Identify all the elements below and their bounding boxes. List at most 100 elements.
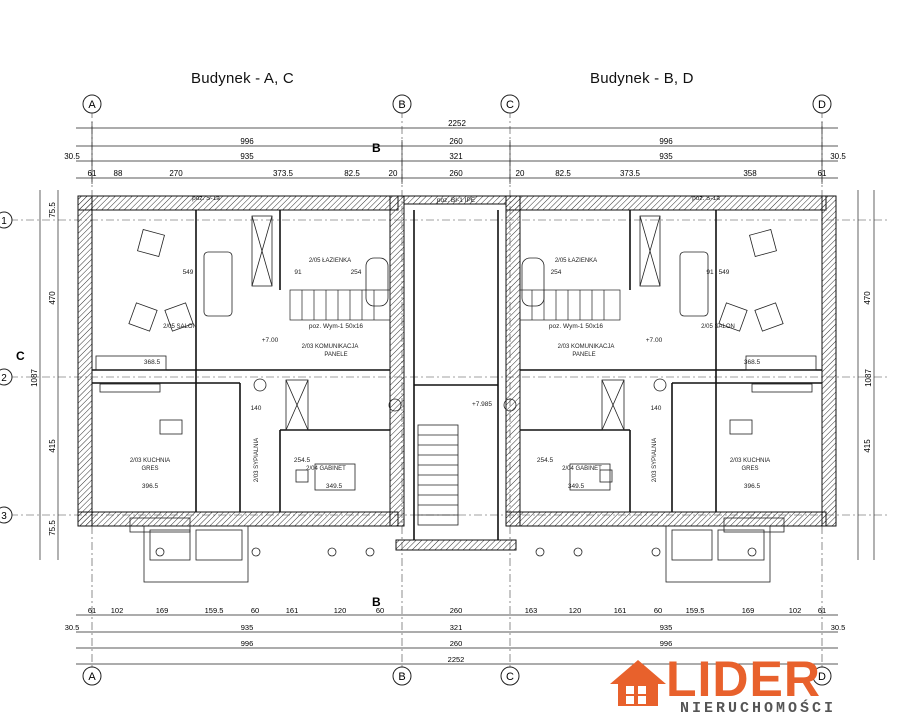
- dim-bottom-10: 163: [525, 606, 538, 615]
- dim-bottom-5: 60: [251, 606, 259, 615]
- dim-top-270: 270: [169, 169, 183, 178]
- outer-walls: [77, 195, 837, 551]
- note-stair-left: poz. Wym-1 50x16: [309, 323, 364, 330]
- dim-top-61-right: 61: [818, 169, 827, 178]
- room-sypialnia-left: 2/03 SYPIALNIA: [254, 438, 260, 482]
- axis-label-2: 2: [1, 373, 7, 384]
- dim-bottom-996-left: 996: [241, 639, 254, 648]
- dim-bottom-4: 159.5: [205, 606, 224, 615]
- dim-bottom-2: 102: [111, 606, 124, 615]
- room-kuchnia-left: 2/03 KUCHNIA: [130, 458, 170, 464]
- axis-label-a-top: A: [88, 99, 96, 111]
- dim-top-358: 358: [743, 169, 757, 178]
- dim-bottom-321: 321: [450, 623, 463, 632]
- note-window-right: poz. S-1a: [692, 195, 720, 202]
- stairs-left: [289, 289, 391, 321]
- dim-top-935-right: 935: [659, 152, 673, 161]
- dim-bottom-total: 2252: [448, 655, 465, 664]
- note-level-left: +7.00: [262, 337, 279, 344]
- dim-top-88: 88: [114, 169, 123, 178]
- dimension-lines-top: [76, 122, 838, 184]
- room-gres-left: GRES: [141, 466, 158, 472]
- dim-top-996-left: 996: [240, 137, 254, 146]
- dim-top-260b: 260: [449, 169, 463, 178]
- dim-bottom-305-right: 30.5: [831, 623, 846, 632]
- dim-bottom-996-right: 996: [660, 639, 673, 648]
- dim-bottom-11: 120: [569, 606, 582, 615]
- room-panele-right: PANELE: [572, 352, 595, 358]
- dim-bottom-260: 260: [450, 639, 463, 648]
- dim-top-305-left: 30.5: [64, 152, 80, 161]
- note-3495-left: 349.5: [326, 483, 343, 490]
- dim-top-935-left: 935: [240, 152, 254, 161]
- dim-bottom-3: 169: [156, 606, 169, 615]
- room-sypialnia-right: 2/03 SYPIALNIA: [652, 438, 658, 482]
- dim-bottom-935-left: 935: [241, 623, 254, 632]
- axis-label-b-top: B: [398, 99, 405, 111]
- note-3965-right: 396.5: [744, 483, 761, 490]
- markers: [155, 378, 757, 557]
- note-3495-right: 349.5: [568, 483, 585, 490]
- room-salon-right: 2/05 SALON: [701, 324, 735, 330]
- dim-top-825-right: 82.5: [555, 169, 571, 178]
- dim-top-3735-left: 373.5: [273, 169, 294, 178]
- logo-subtitle: NIERUCHOMOŚCI: [680, 700, 837, 717]
- room-komunikacja-left: 2/03 KOMUNIKACJA: [302, 344, 359, 350]
- note-254-right: 254: [551, 269, 562, 276]
- note-91-left: 91: [294, 269, 302, 276]
- room-komunikacja-right: 2/03 KOMUNIKACJA: [558, 344, 615, 350]
- dim-top-825-left: 82.5: [344, 169, 360, 178]
- room-salon-left: 2/05 SALON: [163, 324, 197, 330]
- dim-bottom-15: 169: [742, 606, 755, 615]
- dim-bottom-14: 159.5: [686, 606, 705, 615]
- dim-top-3735-right: 373.5: [620, 169, 641, 178]
- note-window-left: poz. S-1a: [192, 195, 220, 202]
- room-lazienka-left: 2/05 ŁAZIENKA: [309, 258, 351, 264]
- dim-side-415-right: 415: [863, 439, 872, 453]
- note-level-right: +7.00: [646, 337, 663, 344]
- dim-bottom-13: 60: [654, 606, 662, 615]
- note-549-right: 549: [719, 269, 730, 276]
- house-logo-icon: [610, 660, 666, 706]
- axis-lines: [10, 110, 890, 668]
- axis-label-3: 3: [1, 511, 7, 522]
- section-mark-b-bottom: B: [372, 595, 381, 609]
- note-level-2: +7.985: [472, 401, 492, 408]
- axis-bubbles-bottom: [82, 666, 832, 686]
- dimension-lines-side: [39, 190, 875, 560]
- room-gres-right: GRES: [741, 466, 758, 472]
- furniture-right: [521, 215, 817, 533]
- furniture-left: [95, 215, 389, 533]
- dim-side-755-bottom: 75.5: [48, 520, 57, 536]
- note-3685-right: 368.5: [744, 359, 761, 366]
- terraces: [143, 525, 771, 583]
- note-2545-right: 254.5: [537, 457, 554, 464]
- note-254-left: 254: [351, 269, 362, 276]
- dimension-lines-bottom: [76, 614, 838, 665]
- room-panele-left: PANELE: [324, 352, 347, 358]
- dim-bottom-12: 161: [614, 606, 627, 615]
- note-stair-right: poz. Wym-1 50x16: [549, 323, 604, 330]
- dim-bottom-305-left: 30.5: [65, 623, 80, 632]
- dim-top-20-right: 20: [516, 169, 525, 178]
- lider-logo: LIDER NIERUCHOMOŚCI: [608, 651, 900, 720]
- dim-side-470-left: 470: [48, 291, 57, 305]
- axis-label-1: 1: [1, 216, 7, 227]
- room-kuchnia-right: 2/03 KUCHNIA: [730, 458, 770, 464]
- note-3965-left: 396.5: [142, 483, 159, 490]
- room-gabinet-left: 2/04 GABINET: [306, 466, 346, 472]
- interior-walls: [92, 210, 822, 540]
- dim-bottom-1: 61: [88, 606, 96, 615]
- note-2545-left: 254.5: [294, 457, 311, 464]
- dim-top-996-right: 996: [659, 137, 673, 146]
- note-3685-left: 368.5: [144, 359, 161, 366]
- room-gabinet-right: 2/04 GABINET: [562, 466, 602, 472]
- note-91-right: 91: [706, 269, 714, 276]
- axis-label-a-bottom: A: [88, 671, 96, 683]
- note-140-left: 140: [251, 405, 262, 412]
- logo-wordmark: LIDER: [666, 651, 821, 707]
- dim-top-20-left: 20: [389, 169, 398, 178]
- dim-top-total: 2252: [448, 119, 466, 128]
- axis-label-b-bottom: B: [398, 671, 405, 683]
